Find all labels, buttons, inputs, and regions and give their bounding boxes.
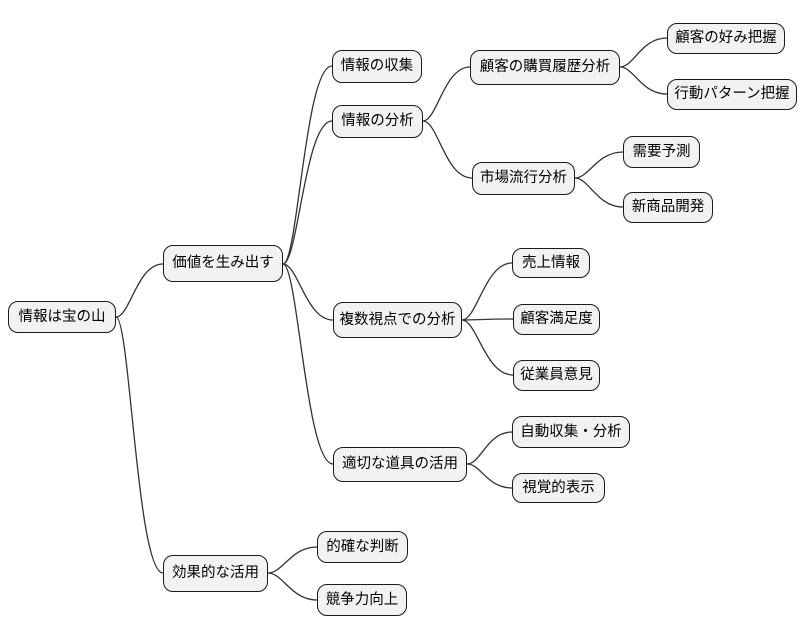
node-demand-forecast: 需要予測	[623, 136, 700, 168]
node-analyze-info: 情報の分析	[332, 105, 423, 138]
node-effective-use: 効果的な活用	[163, 555, 268, 592]
node-grasp-customer-preference: 顧客の好み把握	[667, 23, 785, 54]
node-create-value: 価値を生み出す	[163, 245, 283, 282]
edge-market-trend-analysis-demand-forecast	[574, 151, 624, 179]
node-multi-perspective-analysis: 複数視点での分析	[333, 302, 462, 338]
node-sales-info: 売上情報	[512, 248, 590, 278]
node-accurate-judgment: 的確な判断	[317, 531, 408, 563]
node-auto-collect-analyze: 自動収集・分析	[512, 416, 630, 448]
edge-multi-perspective-analysis-employee-opinion	[461, 319, 514, 376]
edge-use-proper-tools-visual-display	[466, 463, 513, 489]
edge-create-value-collect-info	[282, 65, 333, 265]
edge-effective-use-competitiveness-up	[267, 572, 318, 601]
node-new-product-development: 新商品開発	[623, 192, 713, 223]
edge-effective-use-accurate-judgment	[267, 546, 318, 574]
node-competitiveness-up: 競争力向上	[317, 584, 407, 616]
node-use-proper-tools: 適切な道具の活用	[333, 447, 467, 482]
edge-create-value-multi-perspective-analysis	[282, 263, 334, 321]
edge-purchase-history-analysis-grasp-customer-preference	[619, 37, 668, 68]
node-visual-display: 視覚的表示	[512, 473, 605, 503]
edge-use-proper-tools-auto-collect-analyze	[466, 431, 513, 465]
edge-info-treasure-effective-use	[115, 316, 164, 574]
edge-multi-perspective-analysis-sales-info	[461, 262, 513, 321]
node-market-trend-analysis: 市場流行分析	[472, 162, 575, 195]
node-collect-info: 情報の収集	[332, 50, 422, 83]
edge-create-value-analyze-info	[282, 120, 333, 265]
edge-analyze-info-purchase-history-analysis	[422, 66, 471, 122]
node-customer-satisfaction: 顧客満足度	[513, 304, 600, 335]
node-purchase-history-analysis: 顧客の購買履歴分析	[470, 50, 620, 85]
node-info-treasure: 情報は宝の山	[8, 301, 116, 333]
edge-purchase-history-analysis-grasp-behavior-pattern	[619, 66, 668, 95]
node-grasp-behavior-pattern: 行動パターン把握	[667, 79, 797, 110]
edge-info-treasure-create-value	[115, 263, 164, 318]
edge-market-trend-analysis-new-product-development	[574, 177, 624, 208]
edge-analyze-info-market-trend-analysis	[422, 120, 473, 179]
edge-create-value-use-proper-tools	[282, 263, 334, 465]
edge-multi-perspective-analysis-customer-satisfaction	[461, 318, 514, 321]
node-employee-opinion: 従業員意見	[513, 360, 600, 391]
